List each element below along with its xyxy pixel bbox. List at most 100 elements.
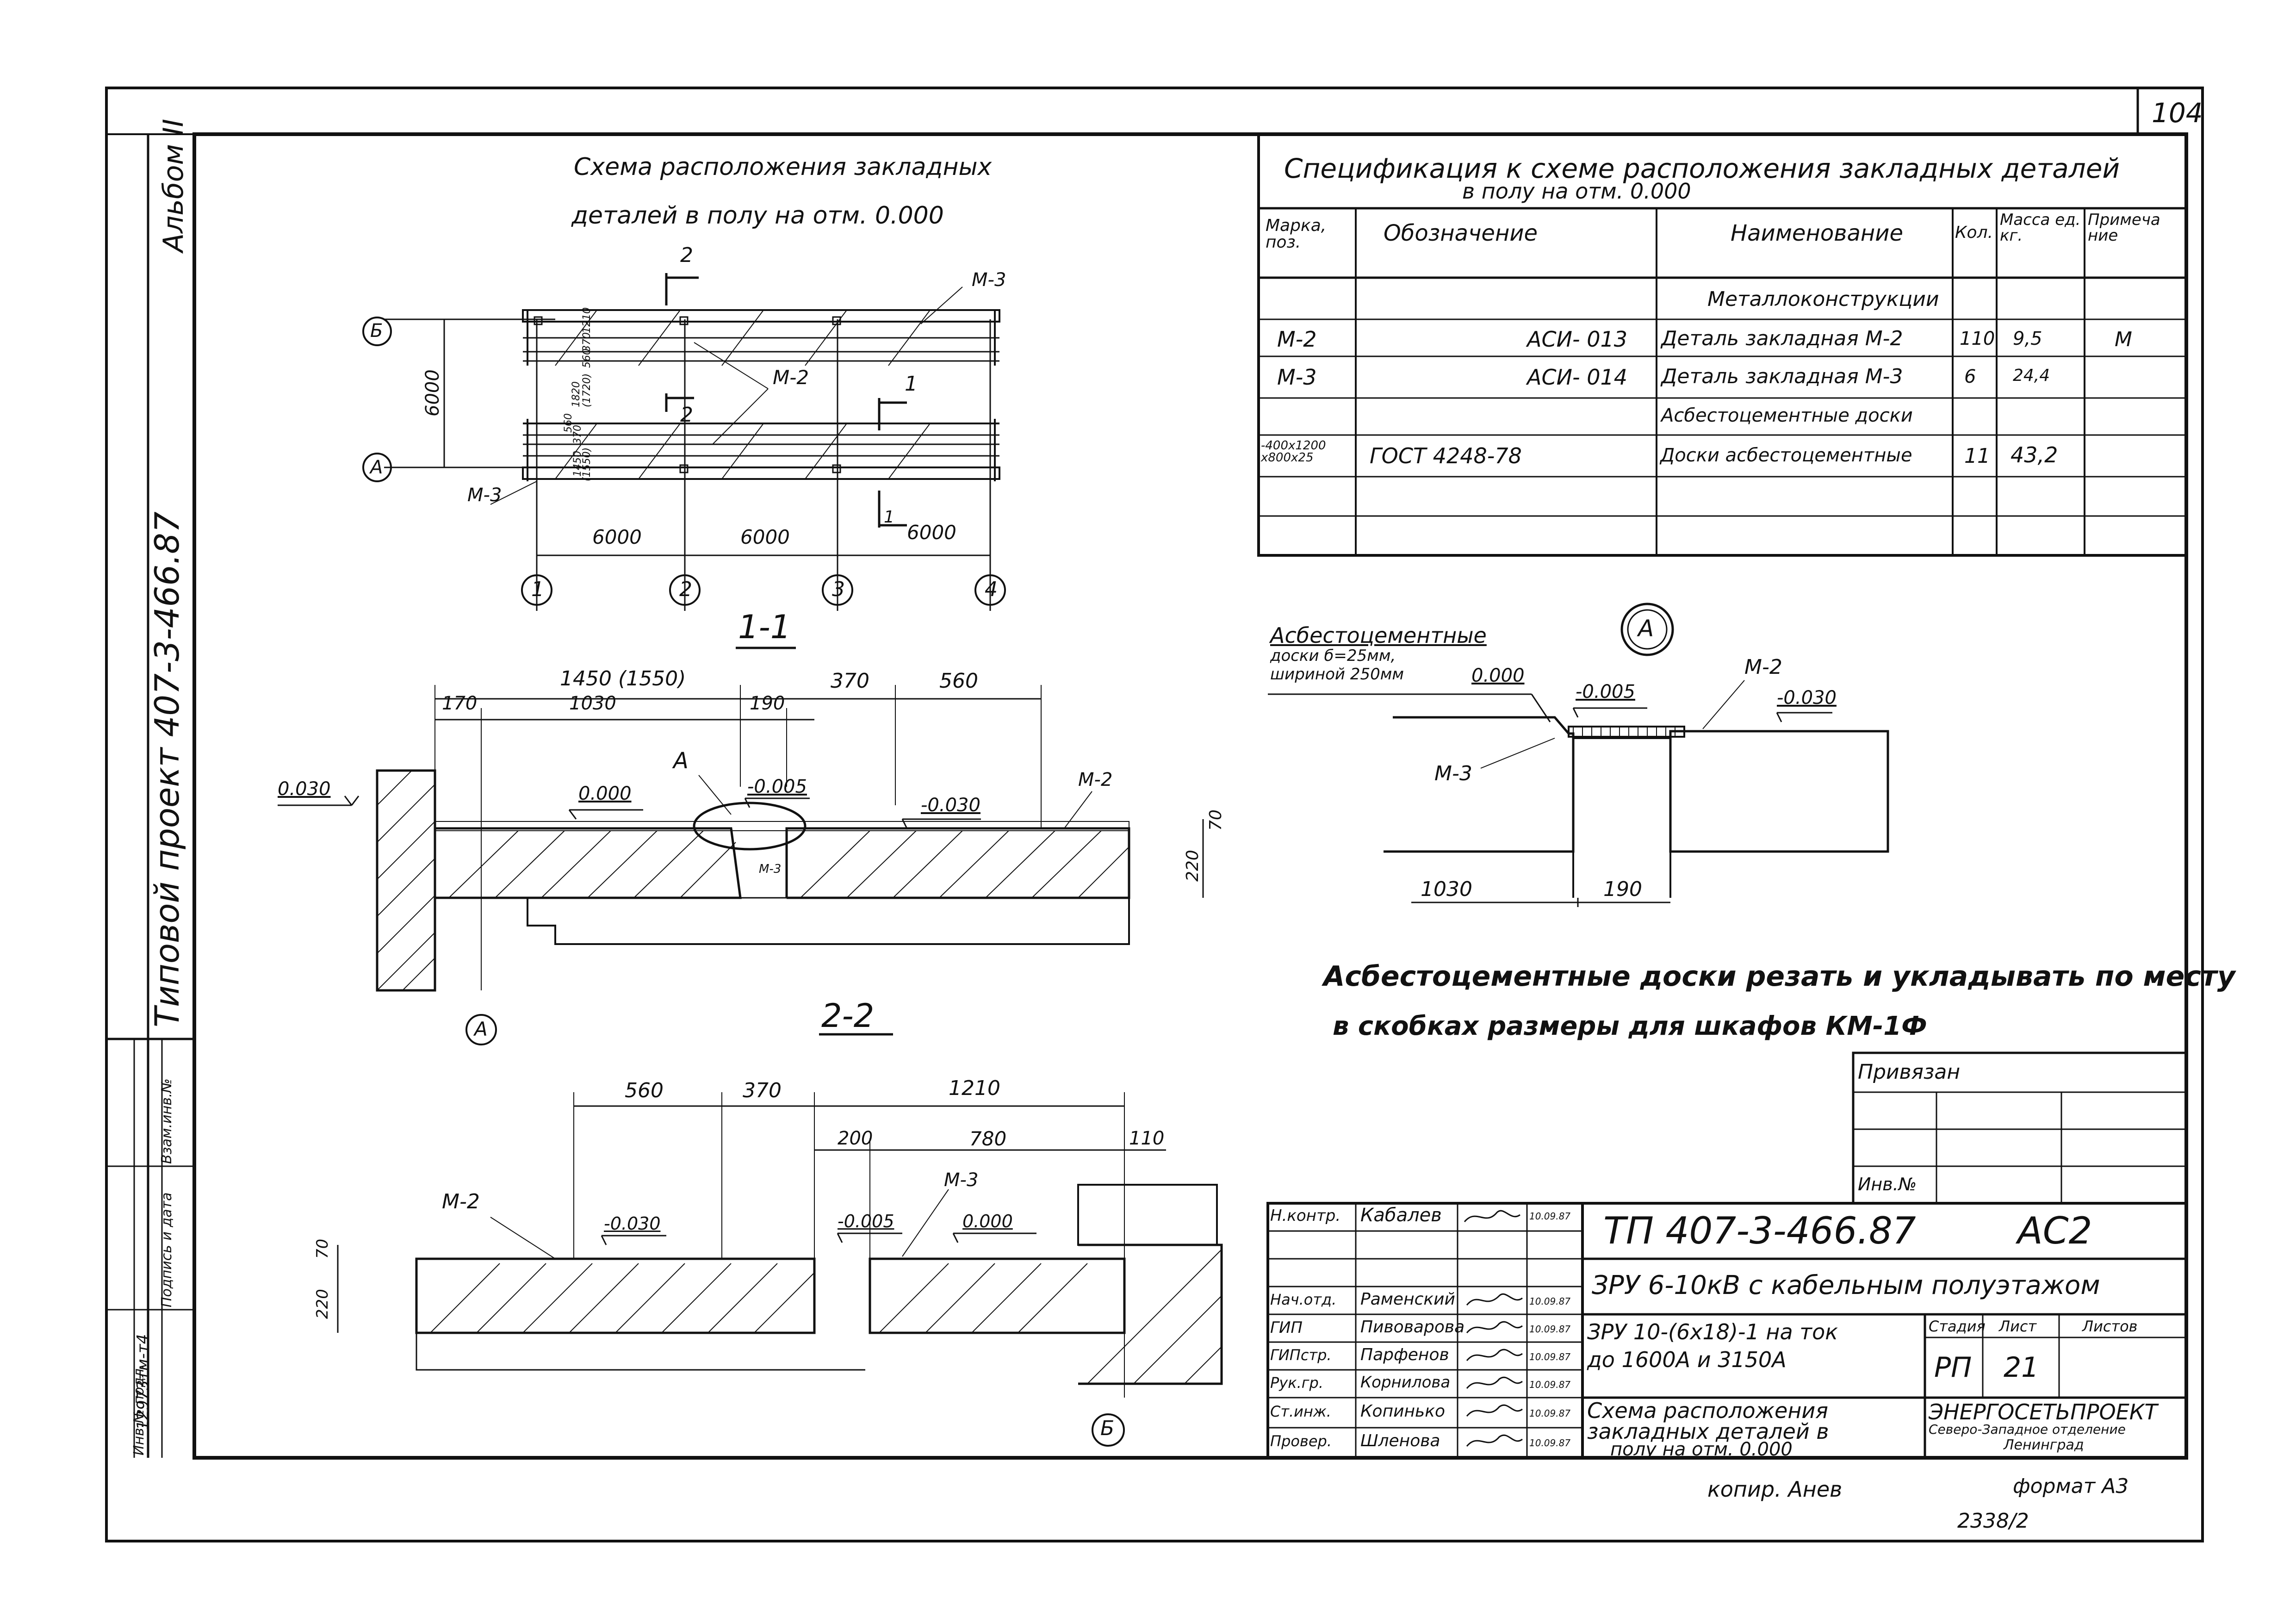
plan-dim-x2: 6000 — [740, 526, 790, 548]
spec-row-4-mass: 43,2 — [2011, 442, 2058, 467]
s22-level-m0005: -0.005 — [838, 1211, 894, 1231]
plan-label-m3-top: М-3 — [972, 269, 1006, 291]
tb-sheets-label: Листов — [2082, 1318, 2138, 1335]
tb-date-4: 10.09.87 — [1529, 1324, 1571, 1335]
s11-dim-1450: 1450 (1550) — [560, 667, 686, 690]
s11-dim-1030: 1030 — [569, 693, 616, 714]
s11-label-m3: М-3 — [759, 862, 782, 876]
s22-dim-1210: 1210 — [949, 1076, 1000, 1100]
spec-header-code: Обозначение — [1384, 220, 1538, 246]
plan-label-m2: М-2 — [773, 366, 809, 389]
inner-border — [192, 132, 2188, 1460]
s11-level-m0030: -0.030 — [921, 795, 980, 816]
spec-row-1-code: АСИ- 013 — [1527, 327, 1628, 352]
s22-level-0000: 0.000 — [962, 1211, 1013, 1231]
spec-row-1-mark: М-2 — [1277, 327, 1317, 352]
spec-row-1-qty: 110 — [1960, 328, 1995, 349]
detail-a-callout: А — [1638, 615, 1654, 642]
spec-header-mark: Марка, поз. — [1266, 216, 1327, 252]
s11-dim-560: 560 — [939, 669, 978, 693]
spec-row-2-qty: 6 — [1964, 366, 1976, 387]
tb-name-3: Раменский — [1360, 1290, 1455, 1309]
tb-name-8: Шленова — [1360, 1431, 1440, 1450]
spec-row-4-code: ГОСТ 4248-78 — [1370, 443, 1522, 468]
note-line-1: Асбестоцементные доски резать и укладыва… — [1323, 960, 2235, 993]
tb-name-7: Копинько — [1360, 1402, 1446, 1421]
spec-table-lines — [1257, 133, 2188, 557]
spec-row-2-name: Деталь закладная М-3 — [1661, 365, 1903, 388]
detail-a-level-0000: 0.000 — [1471, 665, 1525, 686]
s11-level-0030: 0.030 — [278, 778, 331, 800]
plan-axis-3: 3 — [832, 578, 845, 601]
detail-a-note-2: доски б=25мм, — [1270, 647, 1396, 665]
spec-row-3-name: Асбестоцементные доски — [1661, 405, 1913, 426]
plan-title-2: деталей в полу на отм. 0.000 — [571, 202, 944, 230]
s22-label-m2: М-2 — [442, 1190, 480, 1213]
detail-a-level-m0005: -0.005 — [1576, 681, 1635, 703]
detail-a-label-m3: М-3 — [1434, 762, 1472, 785]
plan-axis-a: А — [370, 457, 383, 478]
order-number: 2338/2 — [1957, 1509, 2029, 1533]
tb-object: ЗРУ 6-10кВ с кабельным полуэтажом — [1592, 1270, 2100, 1300]
s22-dim-560: 560 — [625, 1079, 664, 1102]
tb-set: АС2 — [2017, 1209, 2092, 1252]
tb-name-6: Корнилова — [1360, 1373, 1451, 1392]
plan-axis-4: 4 — [985, 578, 998, 601]
tb-role-7: Ст.инж. — [1270, 1403, 1331, 1420]
binding-inv: Инв.№ — [1858, 1174, 1917, 1194]
tb-org-1: ЭНЕРГОСЕТЬПРОЕКТ — [1929, 1399, 2158, 1424]
plan-label-m3-bottom: М-3 — [467, 485, 502, 506]
tb-sheet-title-2: закладных деталей в — [1587, 1419, 1829, 1444]
spec-row-1-note: М — [2115, 328, 2132, 351]
s22-axis-b: Б — [1100, 1417, 1115, 1440]
s11-label-m2: М-2 — [1078, 769, 1113, 790]
spec-row-4-mark: -400x1200 x800x25 — [1261, 439, 1326, 465]
spec-row-2-mass: 24,4 — [2013, 366, 2050, 385]
spec-row-4-qty: 11 — [1964, 444, 1990, 468]
tb-org-3: Ленинград — [2004, 1437, 2084, 1453]
s11-dim-170: 170 — [442, 693, 478, 714]
s11-level-m0005: -0.005 — [747, 776, 807, 797]
tb-name-0: Кабалев — [1360, 1205, 1442, 1226]
tb-name-4: Пивоварова — [1360, 1318, 1465, 1337]
spec-title-2: в полу на отм. 0.000 — [1462, 179, 1691, 204]
tb-code: ТП 407-3-466.87 — [1603, 1209, 1916, 1252]
s22-level-m0030: -0.030 — [604, 1213, 661, 1234]
spec-row-2-mark: М-3 — [1277, 365, 1317, 390]
spec-header-qty: Кол. — [1955, 223, 1993, 242]
note-line-2: в скобках размеры для шкафов КМ-1Ф — [1333, 1011, 1927, 1041]
s11-level-0000: 0.000 — [578, 783, 632, 804]
s11-axis-a: А — [474, 1018, 488, 1040]
spec-row-0-name: Металлоконструкции — [1707, 287, 1939, 311]
section-1-1-drawing — [278, 647, 1204, 1045]
spec-title-1: Спецификация к схеме расположения заклад… — [1284, 153, 2120, 184]
copied-note: копир. Анев — [1707, 1477, 1843, 1502]
detail-a-note-3: шириной 250мм — [1270, 665, 1404, 684]
detail-a-drawing — [1268, 603, 1889, 907]
spec-row-1-name: Деталь закладная М-2 — [1661, 327, 1903, 350]
format-note: формат А3 — [2013, 1474, 2129, 1498]
title-block-lines — [1266, 1202, 2188, 1459]
section-2-2-drawing — [337, 1033, 1223, 1447]
tb-org-2: Северо-Западное отделение — [1929, 1422, 2126, 1437]
plan-title-1: Схема расположения закладных — [574, 153, 992, 181]
plan-section-1-top: 1 — [905, 372, 918, 396]
tb-role-0: Н.контр. — [1270, 1206, 1341, 1225]
detail-a-dim-190: 190 — [1603, 877, 1642, 901]
tb-sheet-title-3: полу на отм. 0.000 — [1610, 1439, 1793, 1460]
tb-role-5: ГИПстр. — [1270, 1346, 1332, 1364]
tb-date-7: 10.09.87 — [1529, 1408, 1571, 1419]
s22-dim-370: 370 — [743, 1079, 782, 1102]
tb-date-5: 10.09.87 — [1529, 1351, 1571, 1362]
spec-header-note: Примеча ние — [2088, 211, 2160, 245]
tb-name-5: Парфенов — [1360, 1345, 1449, 1364]
tb-date-0: 10.09.87 — [1529, 1211, 1571, 1222]
spec-header-mass: Масса ед. кг. — [2000, 211, 2081, 245]
detail-a-note-1: Асбестоцементные — [1270, 623, 1487, 648]
tb-role-8: Провер. — [1270, 1432, 1332, 1450]
spec-row-4-name: Доски асбестоцементные — [1660, 445, 1912, 466]
s11-callout-a: А — [673, 748, 689, 774]
plan-dim-x3: 6000 — [907, 521, 956, 544]
